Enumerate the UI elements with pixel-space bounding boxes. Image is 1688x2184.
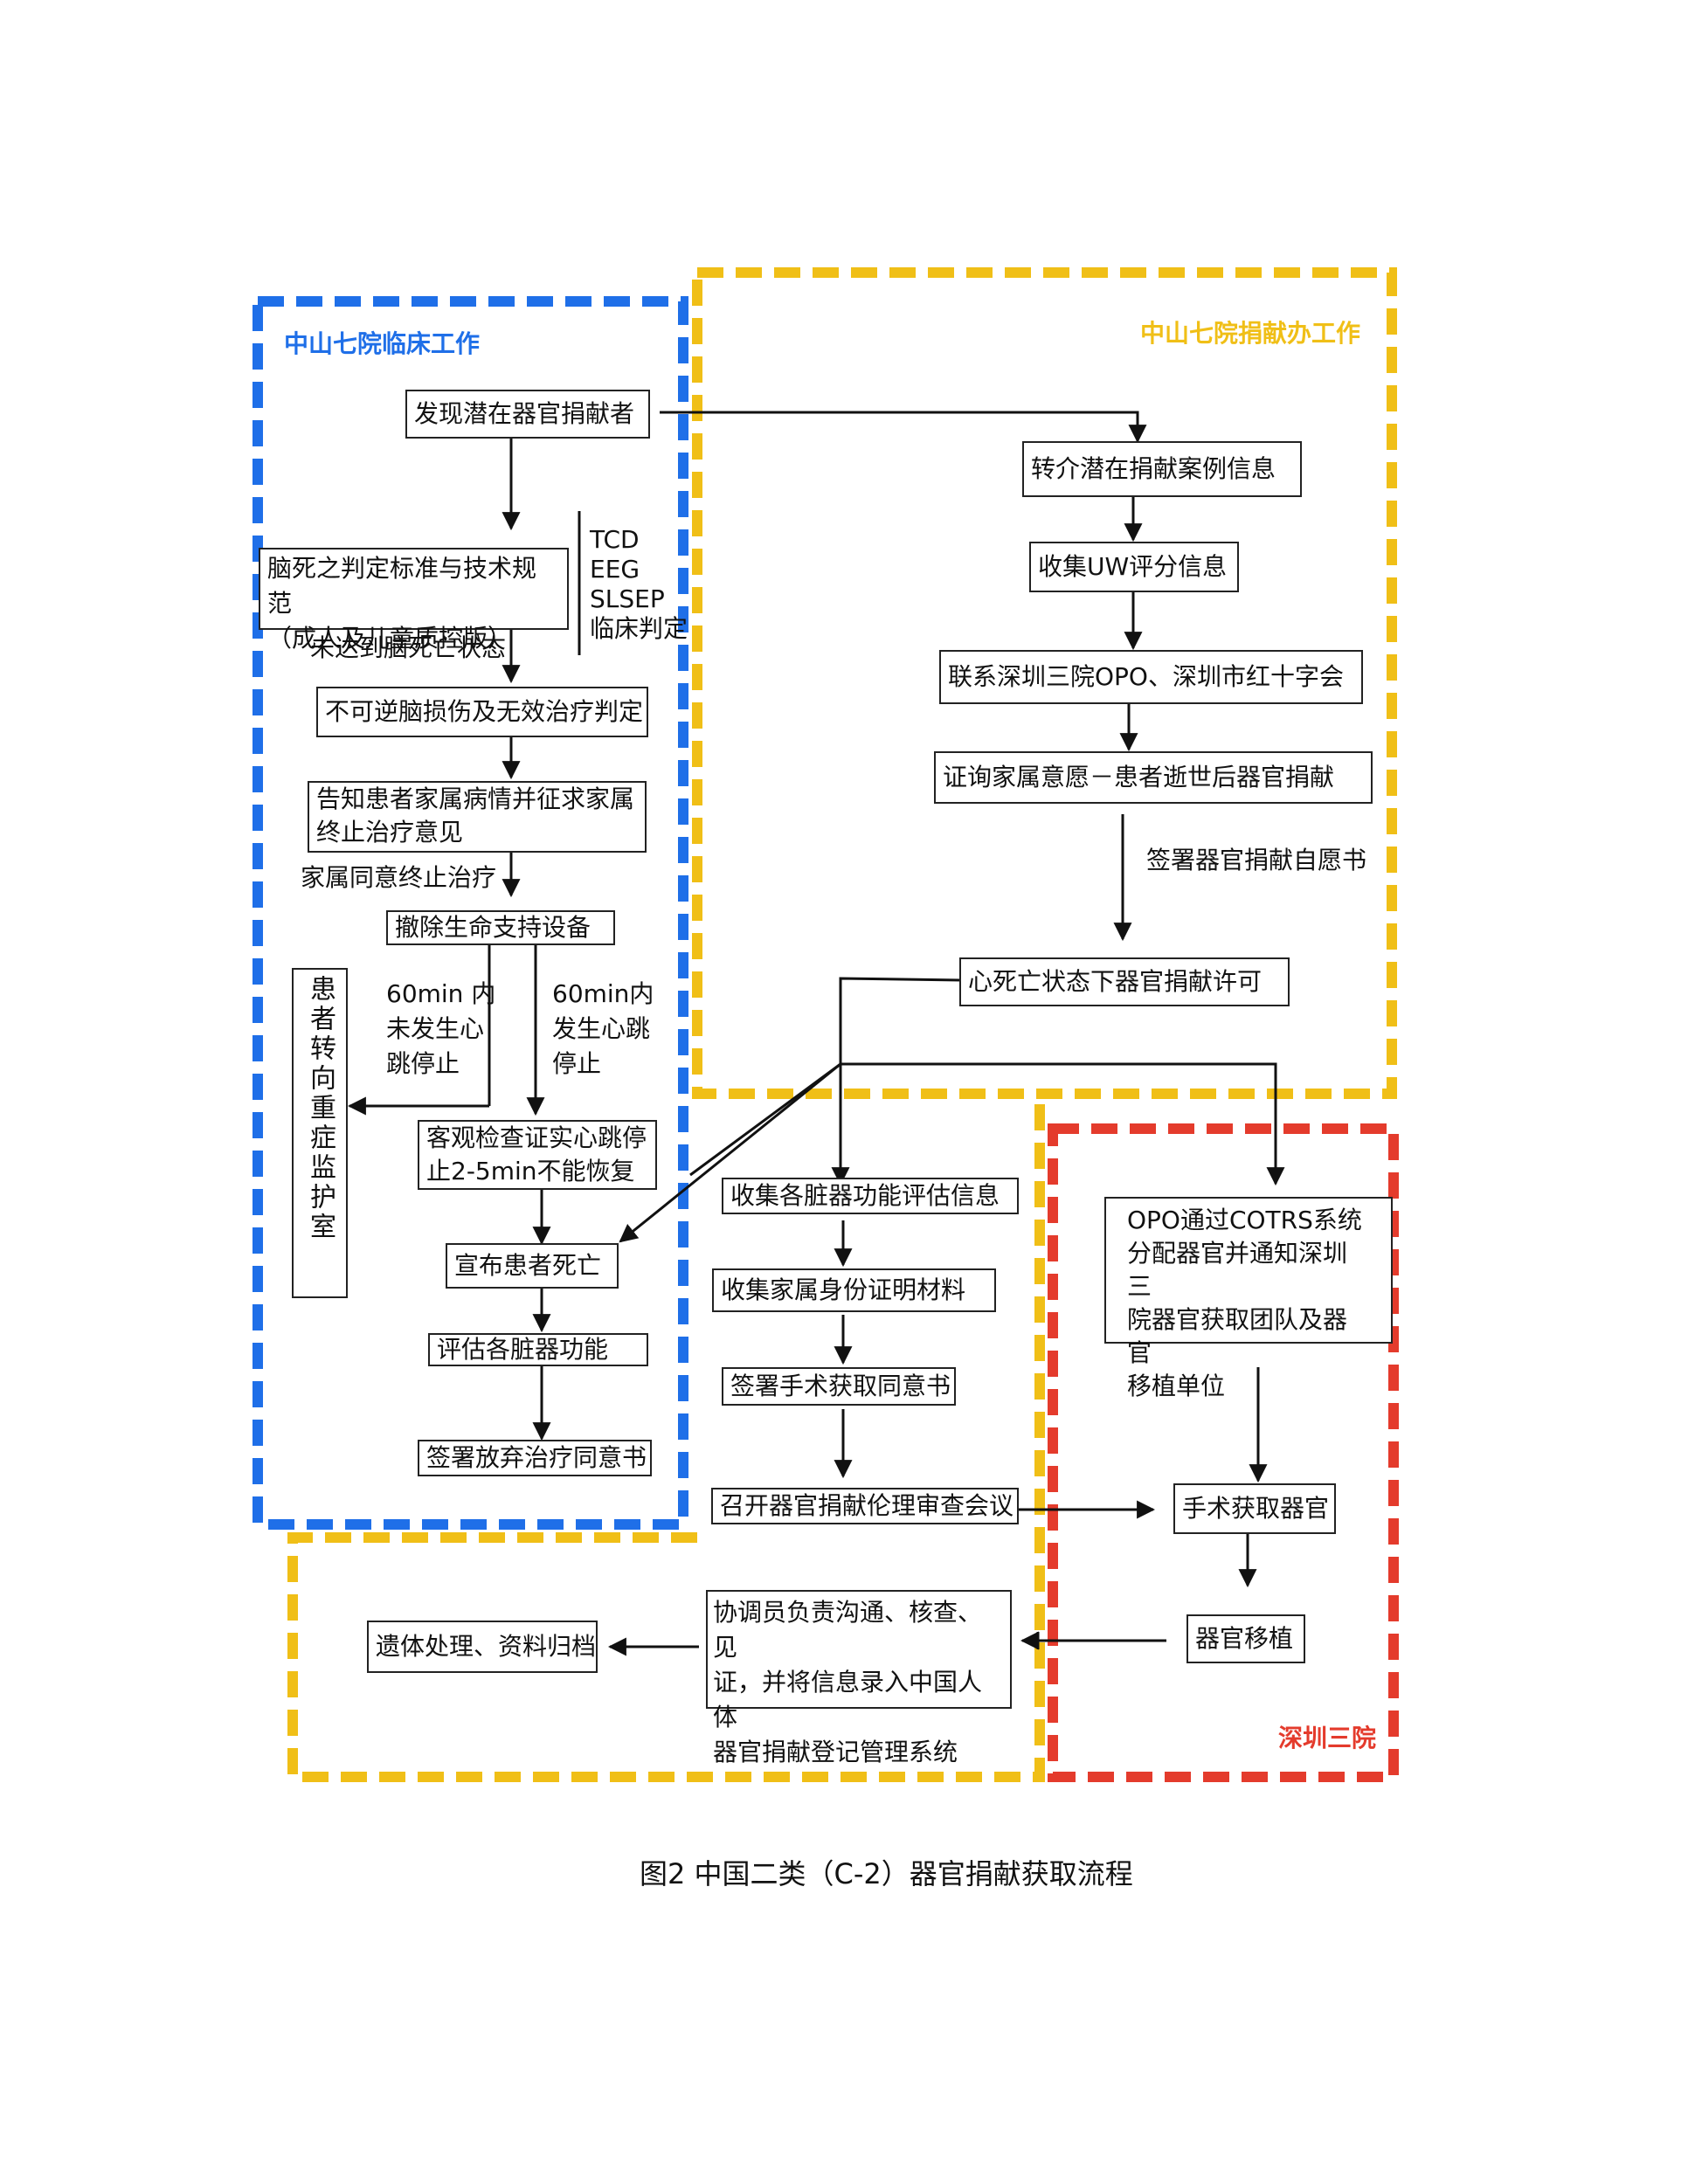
node-opo-allocate-line1: OPO通过COTRS系统 — [1127, 1206, 1362, 1234]
node-brain-death-standard-line2: （成人及儿童质控版） — [267, 624, 513, 653]
node-transplant: 器官移植 — [1186, 1614, 1305, 1663]
node-opo-allocate-line4: 移植单位 — [1127, 1372, 1226, 1400]
label-arrest-2: 发生心跳 — [552, 1014, 651, 1043]
node-refer-case: 转介潜在捐献案例信息 — [1022, 441, 1302, 497]
region-label-shenzhen: 深圳三院 — [1278, 1724, 1377, 1752]
node-collect-uw: 收集UW评分信息 — [1029, 542, 1239, 592]
node-sign-surgery: 签署手术获取同意书 — [722, 1367, 956, 1406]
node-opo-allocate-line3: 院器官获取团队及器官 — [1127, 1305, 1348, 1367]
region-border-shenzhen — [1048, 1123, 1399, 1782]
node-opo-allocate: OPO通过COTRS系统 分配器官并通知深圳三 院器官获取团队及器官 移植单位 — [1104, 1197, 1393, 1400]
label-not-brain-dead: 未达到脑死亡状态 — [310, 633, 507, 662]
region-border-office-bottom — [287, 1094, 1045, 1782]
node-coordinator-line3: 器官捐献登记管理系统 — [713, 1738, 958, 1766]
node-icu-transfer-text: 患者转向重症监护室 — [305, 975, 336, 1242]
region-border-office — [692, 267, 1397, 1099]
node-brain-death-standard-line1: 脑死之判定标准与技术规范 — [267, 554, 537, 618]
node-objective-check-line1: 客观检查证实心跳停 — [426, 1123, 647, 1152]
node-coordinator-line2: 证，并将信息录入中国人体 — [713, 1668, 983, 1731]
node-irreversible: 不可逆脑损伤及无效治疗判定 — [316, 687, 648, 737]
node-dcd-permit: 心死亡状态下器官捐献许可 — [959, 957, 1290, 1006]
node-contact-opo: 联系深圳三院OPO、深圳市红十字会 — [939, 650, 1363, 704]
node-sign-abandon: 签署放弃治疗同意书 — [418, 1440, 652, 1476]
node-inform-family: 告知患者家属病情并征求家属 终止治疗意见 — [308, 781, 647, 853]
label-no-arrest-3: 跳停止 — [386, 1049, 460, 1078]
node-remains: 遗体处理、资料归档 — [367, 1621, 598, 1673]
node-evaluate-organs: 评估各脏器功能 — [428, 1333, 648, 1366]
node-ethics-meeting: 召开器官捐献伦理审查会议 — [711, 1488, 1019, 1524]
tests-slsep: SLSEP — [590, 584, 665, 613]
label-arrest-1: 60min内 — [552, 979, 654, 1008]
label-arrest-3: 停止 — [552, 1049, 602, 1078]
node-objective-check-line2: 止2-5min不能恢复 — [426, 1157, 635, 1185]
node-opo-allocate-line2: 分配器官并通知深圳三 — [1127, 1239, 1348, 1301]
node-ask-family: 证询家属意愿－患者逝世后器官捐献 — [934, 751, 1373, 804]
tests-eeg: EEG — [590, 555, 640, 584]
label-sign-consent: 签署器官捐献自愿书 — [1146, 846, 1367, 874]
figure-caption: 图2 中国二类（C-2）器官捐献获取流程 — [640, 1857, 1133, 1890]
tests-clinical: 临床判定 — [590, 614, 688, 643]
node-declare-death: 宣布患者死亡 — [446, 1243, 619, 1289]
label-no-arrest-1: 60min 内 — [386, 979, 496, 1008]
node-coordinator-line1: 协调员负责沟通、核查、见 — [713, 1598, 983, 1662]
node-surgery-procure: 手术获取器官 — [1173, 1483, 1336, 1534]
region-border-clinical — [253, 296, 688, 1530]
region-label-office: 中山七院捐献办工作 — [1140, 319, 1361, 348]
tests-tcd: TCD — [590, 525, 640, 554]
node-collect-id-docs: 收集家属身份证明材料 — [712, 1268, 996, 1312]
node-coordinator: 协调员负责沟通、核查、见 证，并将信息录入中国人体 器官捐献登记管理系统 — [706, 1590, 1012, 1766]
node-inform-family-line1: 告知患者家属病情并征求家属 — [316, 784, 635, 813]
node-inform-family-line2: 终止治疗意见 — [316, 818, 464, 847]
node-icu-transfer: 患者转向重症监护室 — [292, 968, 348, 1298]
node-objective-check: 客观检查证实心跳停 止2-5min不能恢复 — [418, 1120, 657, 1190]
label-family-agree: 家属同意终止治疗 — [301, 863, 497, 892]
node-remove-support: 撤除生命支持设备 — [386, 910, 615, 945]
node-discover: 发现潜在器官捐献者 — [405, 390, 650, 439]
region-label-clinical: 中山七院临床工作 — [284, 329, 481, 358]
node-collect-organ-info: 收集各脏器功能评估信息 — [722, 1178, 1019, 1214]
label-no-arrest-2: 未发生心 — [386, 1014, 485, 1043]
node-brain-death-standard: 脑死之判定标准与技术规范 （成人及儿童质控版） — [259, 548, 569, 653]
